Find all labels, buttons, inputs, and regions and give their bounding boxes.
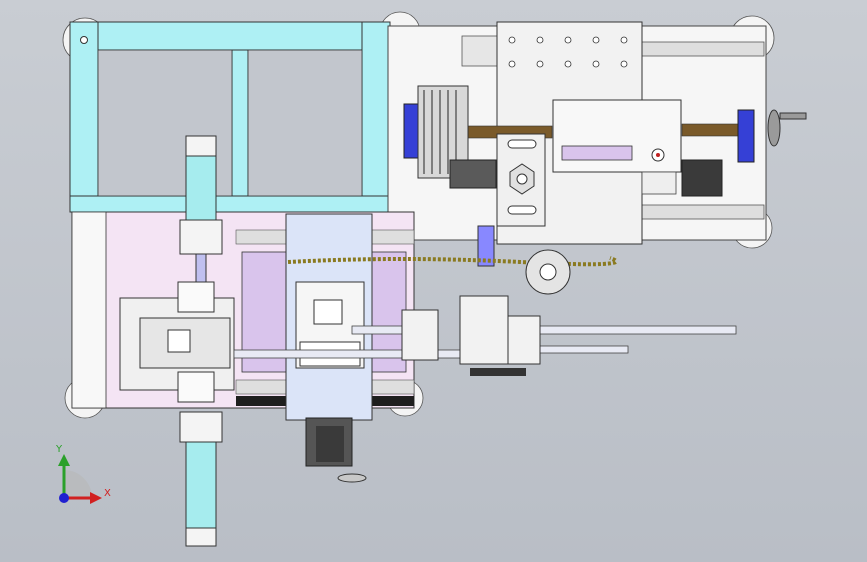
upper-cylinder — [179, 135, 223, 285]
lead-screw — [403, 103, 755, 163]
stepper-motor-icon — [305, 417, 367, 483]
center-slide-block — [285, 213, 373, 421]
clamp-assembly — [119, 281, 235, 403]
drive-chain — [287, 256, 618, 267]
handwheel-icon — [767, 109, 807, 147]
vertical-shaft — [477, 225, 495, 267]
coordinate-triad-icon — [58, 454, 102, 504]
cyan-frame — [69, 21, 391, 213]
x-axis-label: X — [104, 488, 111, 499]
control-box — [552, 99, 723, 197]
timing-pulley — [417, 85, 497, 189]
frame-hole — [80, 36, 88, 44]
nut-block — [496, 133, 546, 227]
y-axis-label: Y — [55, 444, 63, 455]
lower-cylinder — [179, 411, 223, 547]
red-indicator-light-icon — [656, 153, 660, 157]
frame-windows — [97, 49, 363, 197]
gripper-unit — [401, 295, 541, 376]
display-panel — [561, 145, 633, 161]
